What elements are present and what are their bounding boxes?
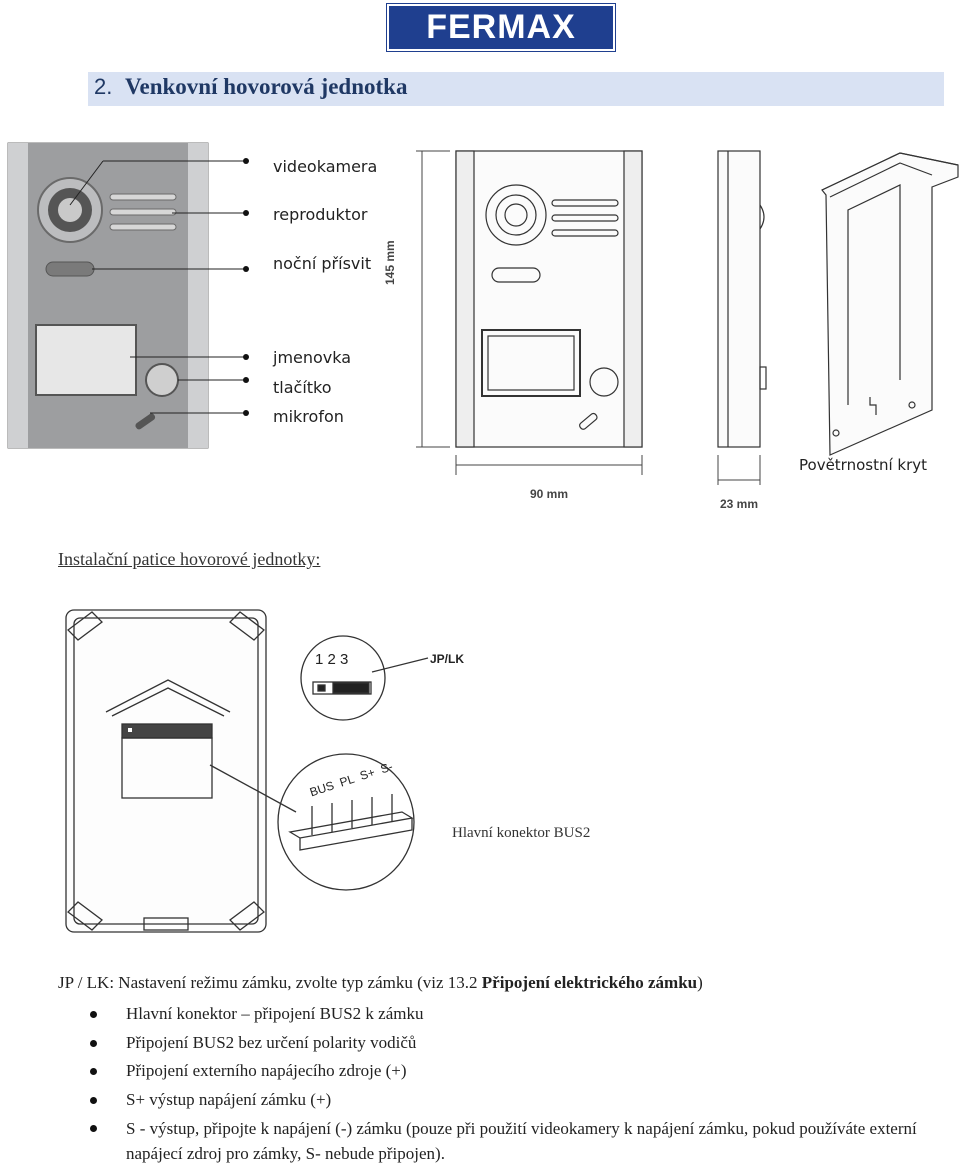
section-heading: 2. Venkovní hovorová jednotka (88, 72, 944, 106)
front-line-drawing (455, 150, 643, 448)
bullet-text: Připojení externího napájecího zdroje (+… (126, 1061, 407, 1080)
fermax-logo: FERMAX (387, 4, 615, 51)
bullet-text: S - výstup, připojte k napájení (-) zámk… (126, 1119, 917, 1163)
jumper-pins: 1 2 3 (315, 651, 349, 668)
section-title: Venkovní hovorová jednotka (125, 74, 408, 99)
label-weather-cover: Povětrnostní kryt (799, 456, 928, 474)
jp-note-prefix: JP / LK: Nastavení režimu zámku, zvolte … (58, 973, 482, 992)
jp-note-bold: Připojení elektrického zámku (481, 973, 698, 992)
list-item: S - výstup, připojte k napájení (-) zámk… (58, 1114, 938, 1166)
weather-cover-drawing (821, 152, 959, 456)
connector-bullets: Hlavní konektor – připojení BUS2 k zámku… (58, 1000, 938, 1166)
intercom-drawings (7, 142, 959, 485)
jp-note: JP / LK: Nastavení režimu zámku, zvolte … (58, 973, 938, 993)
install-title: Instalační patice hovorové jednotky: (58, 549, 321, 569)
bullet-text: S+ výstup napájení zámku (+) (126, 1089, 332, 1109)
label-microphone: mikrofon (273, 407, 344, 426)
label-night-light: noční přísvit (273, 254, 372, 273)
label-nameplate: jmenovka (273, 348, 352, 367)
front-panel-photo (7, 142, 209, 449)
side-profile-drawing (717, 150, 767, 448)
label-speaker: reproduktor (273, 205, 368, 224)
list-item: S+ výstup napájení zámku (+) (58, 1086, 938, 1115)
bullet-text: Připojení BUS2 bez určení polarity vodič… (126, 1032, 417, 1052)
list-item: Připojení externího napájecího zdroje (+… (58, 1057, 938, 1086)
dim-depth: 23 mm (720, 497, 759, 511)
label-button: tlačítko (273, 378, 332, 397)
list-item: Hlavní konektor – připojení BUS2 k zámku (58, 1000, 938, 1029)
connector-caption: Hlavní konektor BUS2 (452, 825, 591, 841)
list-item: Připojení BUS2 bez určení polarity vodič… (58, 1029, 938, 1058)
section-number: 2. (94, 74, 113, 99)
label-camera: videokamera (273, 157, 378, 176)
bullet-text: Hlavní konektor – připojení BUS2 k zámku (126, 1004, 424, 1023)
dim-width: 90 mm (530, 487, 569, 501)
jp-note-suffix: ) (697, 973, 703, 992)
install-base-drawing (65, 609, 429, 933)
jumper-label: JP/LK (430, 652, 465, 666)
dim-height: 145 mm (383, 240, 397, 285)
